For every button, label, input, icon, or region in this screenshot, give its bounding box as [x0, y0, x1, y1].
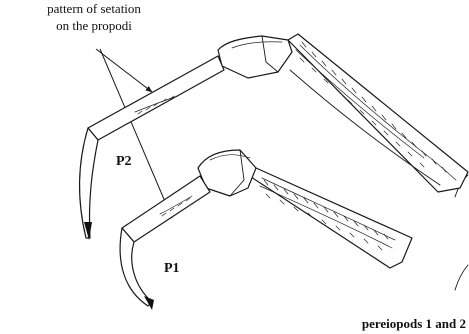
- p1-propodus: [122, 176, 210, 242]
- annotation-line-2: on the propodi: [56, 18, 132, 33]
- annotation-line-1: pattern of setation: [47, 1, 141, 16]
- p2-dactyl: [80, 128, 99, 238]
- label-p1: P1: [164, 261, 180, 276]
- p2-merus: [288, 34, 468, 192]
- p2-carpus: [218, 36, 292, 78]
- label-p2: P2: [116, 154, 132, 169]
- body-outline-lower: [455, 265, 468, 290]
- pereiopod-1: [120, 150, 468, 310]
- caption: pereiopods 1 and 2: [362, 316, 466, 331]
- annotation-arrow-p2: [96, 49, 152, 92]
